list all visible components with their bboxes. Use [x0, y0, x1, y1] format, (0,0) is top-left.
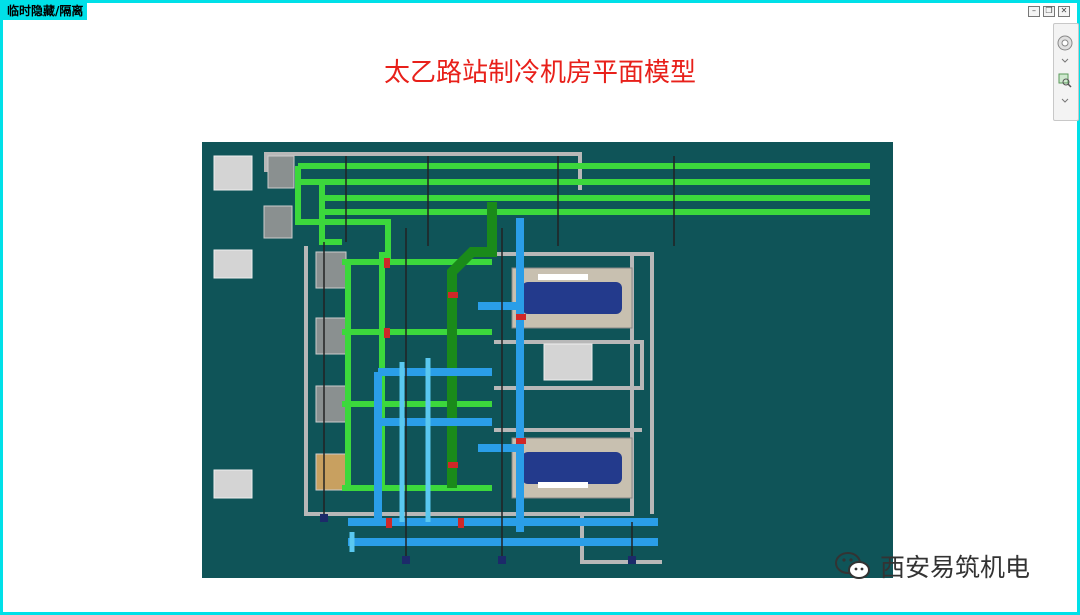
- navigation-bar: [1053, 23, 1079, 121]
- equipment-pads: [213, 155, 593, 499]
- chilled-water-pipes: [295, 163, 870, 491]
- close-button[interactable]: ✕: [1058, 6, 1070, 17]
- supports: [323, 156, 675, 562]
- room-walls: [264, 152, 662, 564]
- minimize-button[interactable]: –: [1028, 6, 1040, 17]
- pumps[interactable]: [263, 155, 347, 491]
- support-bases: [320, 514, 636, 564]
- temporary-hide-isolate-label[interactable]: 临时隐藏/隔离: [3, 3, 88, 20]
- restore-button[interactable]: ❐: [1043, 6, 1055, 17]
- watermark-text: 西安易筑机电: [880, 553, 1031, 582]
- chiller-2[interactable]: [511, 437, 633, 499]
- zoom-icon[interactable]: [1057, 72, 1073, 108]
- steering-wheel-icon[interactable]: [1056, 29, 1074, 65]
- valves: [384, 258, 526, 528]
- chiller-1[interactable]: [511, 267, 633, 329]
- watermark: 西安易筑机电: [834, 548, 1030, 584]
- window-controls: – ❐ ✕: [1028, 6, 1070, 17]
- condenser-water-pipes-light: [349, 358, 431, 552]
- model-viewport[interactable]: [202, 142, 893, 578]
- main-riser: [447, 202, 497, 488]
- wechat-icon: [835, 552, 870, 579]
- page-title: 太乙路站制冷机房平面模型: [383, 58, 696, 88]
